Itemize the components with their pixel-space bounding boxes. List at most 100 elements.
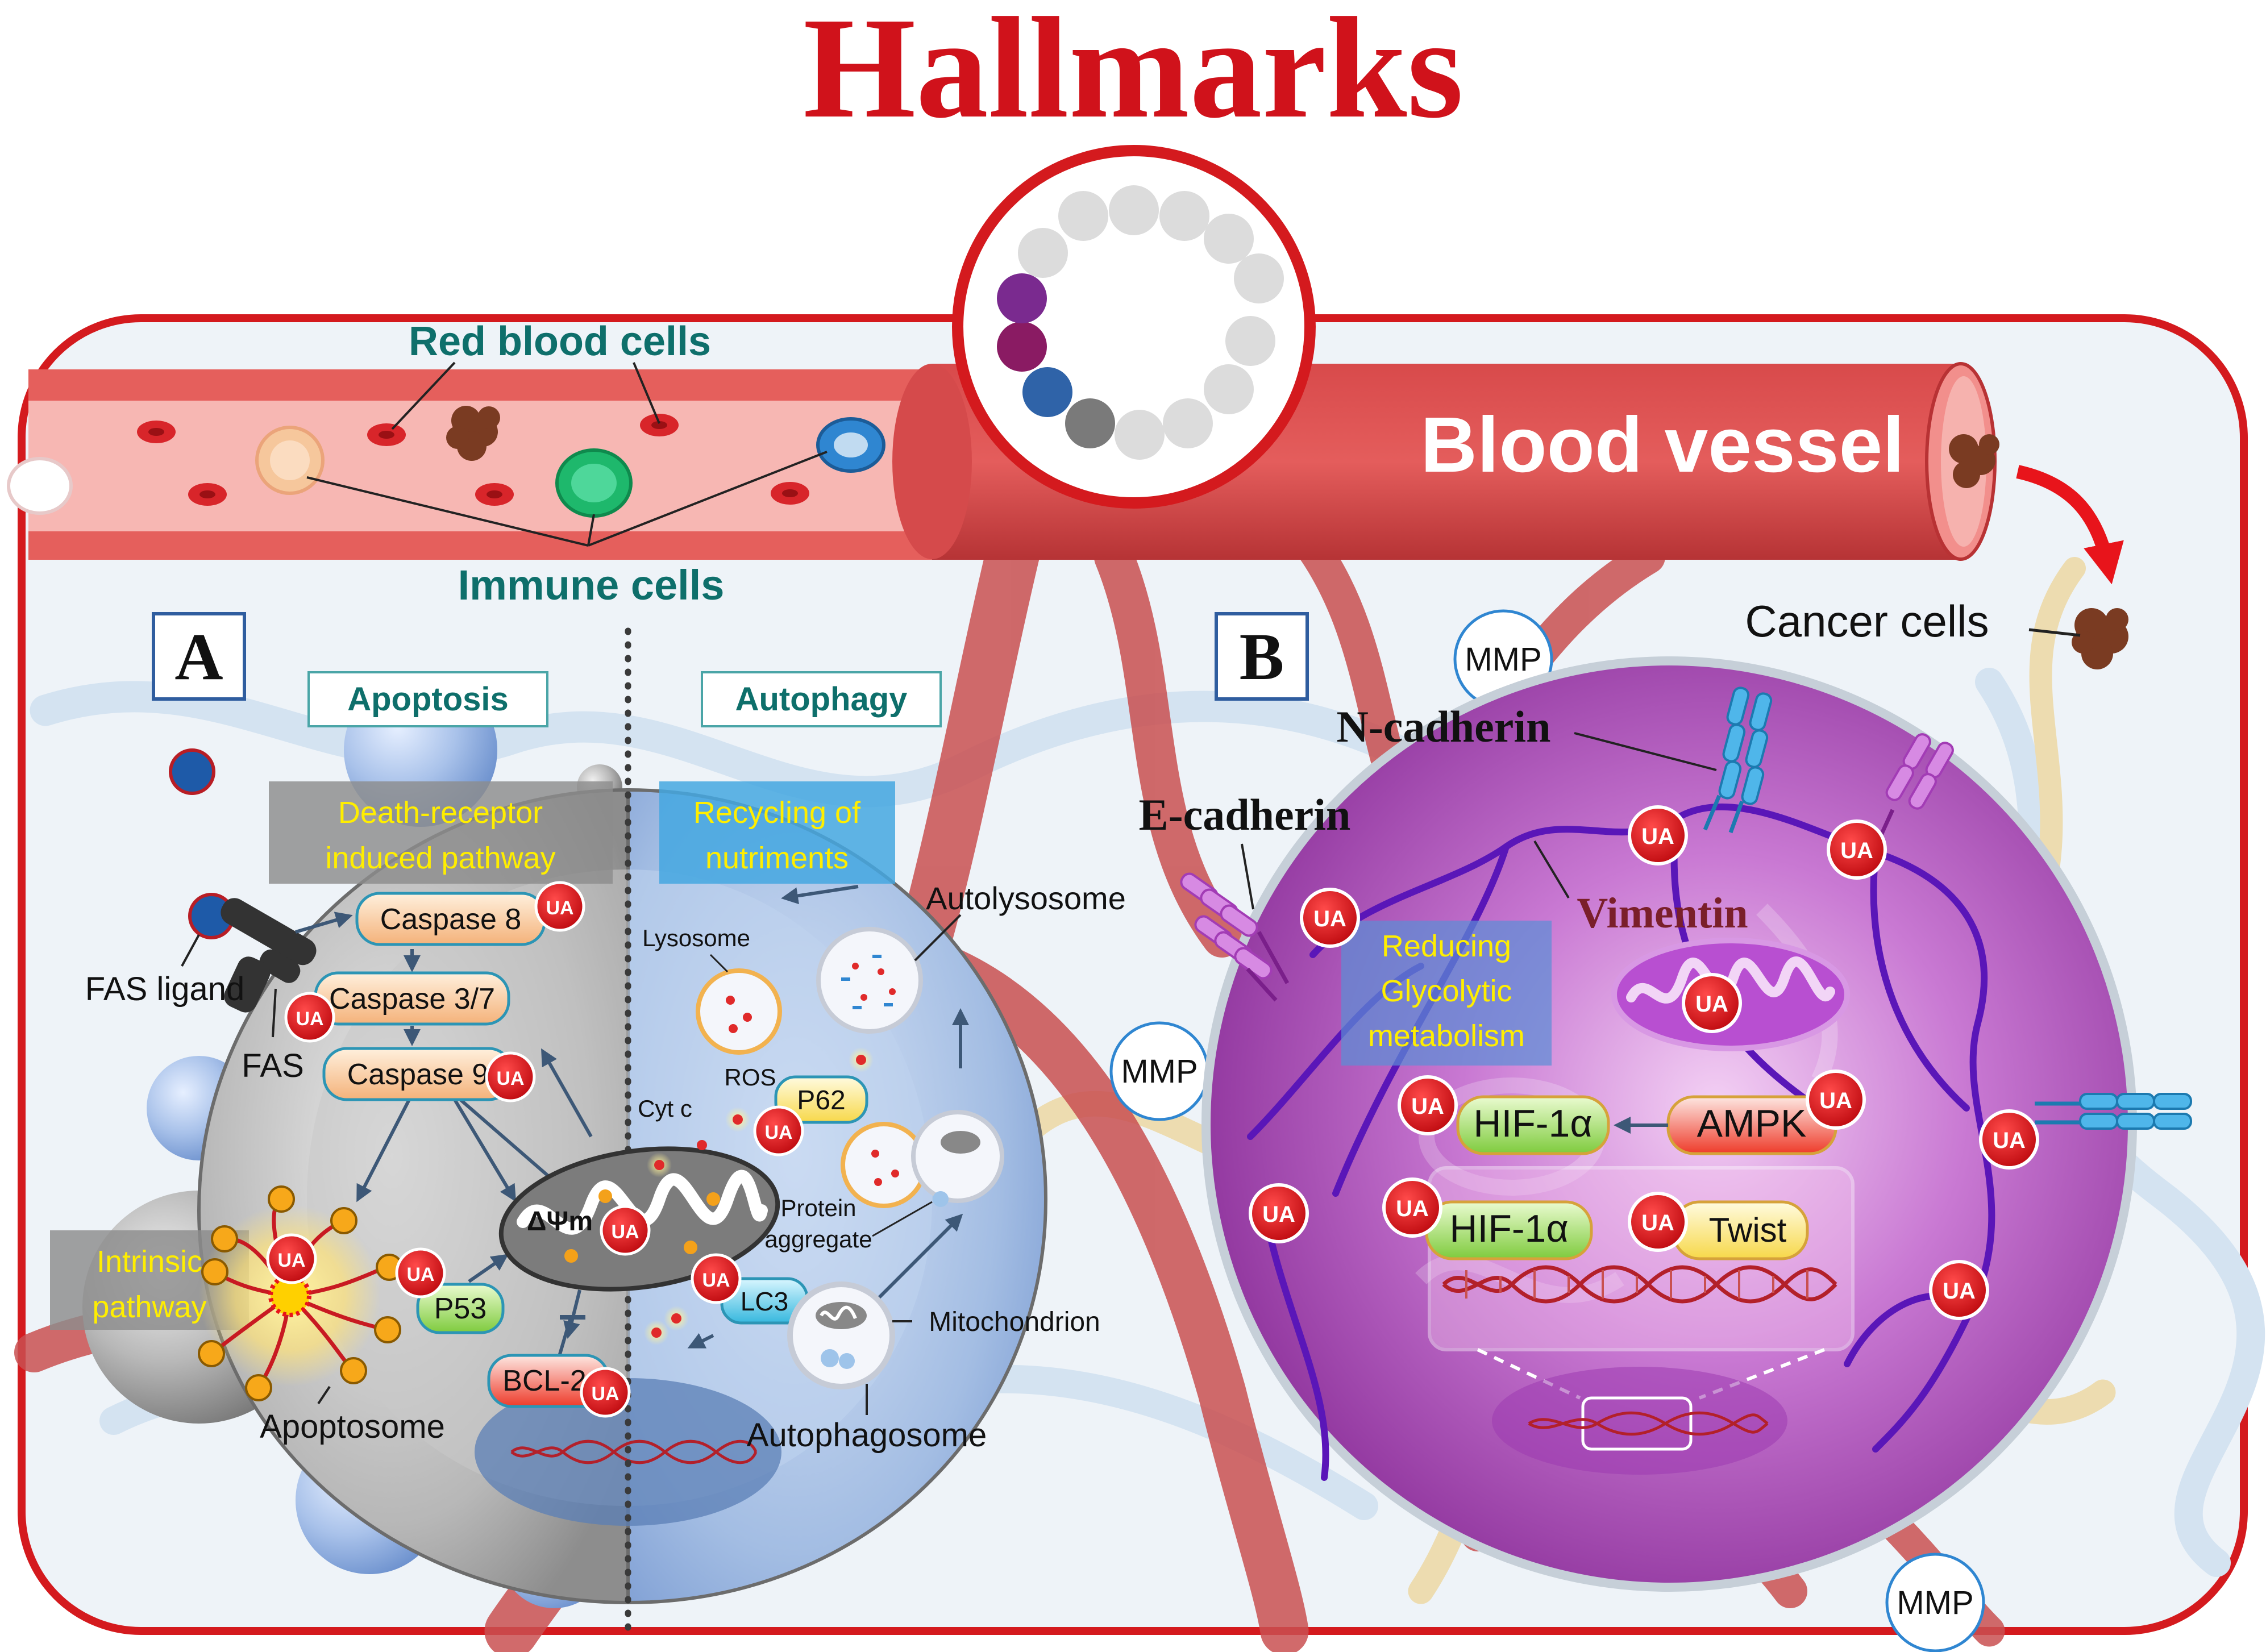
red-blood-cells (7, 414, 809, 515)
death-receptor-line1: Death-receptor (338, 796, 543, 830)
svg-text:UA: UA (1641, 824, 1674, 849)
ua-badge-icon: UA (1929, 1260, 1989, 1320)
red-blood-cell (137, 421, 176, 443)
ua-badge-icon: UA (395, 1247, 446, 1299)
intrinsic-line1: Intrinsic (97, 1245, 202, 1279)
autolysosome-icon (816, 927, 923, 1034)
red-blood-cells-label: Red blood cells (409, 319, 711, 364)
ros-particles (644, 1047, 874, 1345)
lysosome-label: Lysosome (642, 925, 750, 951)
delta-psi-label: ΔΨm (527, 1206, 593, 1237)
panel-b-letter: B (1240, 619, 1284, 694)
hif1a-label-2: HIF-1α (1449, 1207, 1568, 1250)
glyco-line1: Reducing (1382, 929, 1511, 963)
svg-text:UA: UA (1943, 1279, 1976, 1304)
ua-badge-icon: UA (266, 1233, 317, 1284)
vimentin-label: Vimentin (1577, 889, 1748, 937)
svg-text:UA: UA (1695, 992, 1728, 1017)
svg-text:UA: UA (764, 1122, 792, 1143)
apoptosome-beads (198, 1185, 403, 1401)
n-cadherin-label: N-cadherin (1337, 702, 1551, 751)
ua-badges: UA UA UA UA UA UA UA UA UA UA UA UA UA U… (266, 805, 2039, 1418)
ua-badge-icon: UA (485, 1051, 536, 1102)
caspase9-label: Caspase 9 (347, 1058, 489, 1091)
cadherin-icon (1718, 686, 1773, 805)
twist-label: Twist (1709, 1211, 1787, 1249)
immune-cells-label-group: Immune cells (306, 451, 828, 609)
receptor-icon (221, 898, 317, 1013)
svg-text:UA: UA (1313, 906, 1346, 931)
hallmark-wheel (952, 145, 1316, 509)
recycling-line1: Recycling of (693, 796, 861, 830)
page-title: Hallmarks (803, 0, 1463, 148)
ua-badge-icon: UA (1628, 805, 1688, 865)
ua-badge-icon: UA (1806, 1070, 1866, 1130)
cancer-cell-icon (1949, 434, 1999, 488)
mmp-label-3: MMP (1897, 1584, 1973, 1621)
ua-badge-icon: UA (1249, 1183, 1309, 1243)
caspase8-label: Caspase 8 (380, 903, 522, 936)
blood-vessel-label: Blood vessel (1420, 401, 1904, 489)
ua-badge-icon: UA (1979, 1109, 2039, 1170)
cadherin-icon (1180, 872, 1273, 980)
glyco-line3: metabolism (1368, 1019, 1525, 1053)
svg-text:UA: UA (702, 1270, 730, 1291)
svg-text:UA: UA (546, 897, 573, 919)
apoptosis-header: Apoptosis (347, 681, 509, 718)
rbc-label-group: Red blood cells (391, 319, 711, 430)
ua-badge-icon: UA (600, 1205, 651, 1256)
intrinsic-line2: pathway (92, 1290, 206, 1324)
panel-a-letter: A (174, 619, 223, 694)
svg-text:UA: UA (1262, 1202, 1295, 1227)
lysosome-icon (696, 968, 782, 1055)
ua-badge-icon: UA (691, 1253, 742, 1304)
ua-badge-icon: UA (1300, 888, 1360, 948)
mmp-label-2: MMP (1121, 1053, 1198, 1090)
p62-label: P62 (797, 1085, 845, 1116)
cyt-c-label: Cyt c (638, 1095, 692, 1122)
extravasation-arrow (2016, 465, 2124, 585)
ua-badge-icon: UA (580, 1367, 631, 1418)
ua-badge-icon: UA (1398, 1075, 1458, 1135)
autophagosome-icon (787, 1281, 895, 1389)
ampk-label: AMPK (1697, 1102, 1807, 1145)
svg-text:UA: UA (277, 1250, 305, 1271)
protein-aggregate-line2: aggregate (764, 1226, 872, 1252)
ua-badge-icon: UA (284, 992, 335, 1043)
ua-badge-icon: UA (1827, 819, 1887, 880)
svg-text:UA: UA (1993, 1128, 2026, 1153)
ua-badge-icon: UA (534, 881, 585, 932)
autophagy-header: Autophagy (735, 681, 908, 718)
fas-label: FAS (242, 1047, 304, 1084)
apoptosome-label: Apoptosome (260, 1408, 445, 1445)
svg-text:UA: UA (406, 1264, 434, 1285)
mmp-label-1: MMP (1465, 641, 1541, 678)
cancer-cells-label: Cancer cells (1745, 596, 1989, 646)
death-receptor-line2: induced pathway (325, 841, 555, 875)
bcl2-label: BCL-2 (502, 1364, 586, 1397)
svg-text:UA: UA (496, 1068, 524, 1089)
svg-text:UA: UA (1641, 1210, 1674, 1235)
svg-text:UA: UA (1396, 1196, 1429, 1221)
autolysosome-label: Autolysosome (926, 880, 1126, 916)
svg-text:UA: UA (591, 1383, 619, 1405)
caspase37-label: Caspase 3/7 (329, 983, 495, 1016)
mitochondrion-label: Mitochondrion (929, 1307, 1100, 1337)
dna-icon (510, 1439, 758, 1464)
fas-ligand-icon (169, 748, 215, 795)
svg-text:UA: UA (296, 1008, 323, 1030)
cancer-cell-icon (2072, 608, 2128, 669)
p53-label: P53 (434, 1292, 487, 1325)
hif1a-label-1: HIF-1α (1473, 1102, 1592, 1145)
autophagosome-label: Autophagosome (747, 1417, 987, 1454)
immune-cells-label: Immune cells (458, 561, 725, 609)
lc3-label: LC3 (741, 1287, 788, 1316)
immune-cells (255, 417, 885, 518)
ros-label: ROS (724, 1064, 776, 1091)
dna-icon (1442, 1265, 1837, 1304)
panel-b: B MMP MMP MMP (1109, 609, 2192, 1652)
glyco-line2: Glycolytic (1381, 974, 1512, 1008)
svg-text:UA: UA (611, 1221, 639, 1243)
svg-text:UA: UA (1411, 1094, 1444, 1119)
